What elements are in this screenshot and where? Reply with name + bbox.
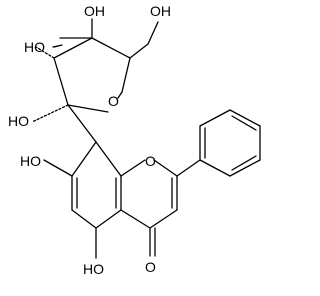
structural-formula: HO OH OH HO O HO O HO O [8,3,261,277]
label-oh-c4: OH [84,3,105,19]
bond-c1-c8 [67,104,97,143]
bond-c1-c2 [53,57,69,106]
phenyl-ring [176,109,261,177]
bond-c7-oh [43,159,73,177]
bond-c2-ho-lower [31,104,69,123]
label-ho-c7: HO [20,153,41,169]
bond-c6-oh [147,21,159,45]
bond-c2-oh-hashed [35,46,55,59]
bond-c3-c4 [91,37,131,59]
label-o-carbonyl: O [145,259,156,275]
ring-a [71,141,122,229]
label-oh-c6: OH [150,3,171,19]
label-ho-c5: HO [83,261,104,277]
bond-c6 [129,43,149,59]
label-ho-c3: HO [24,39,45,55]
hash-bond-c4-oh [52,44,63,48]
label-ho-c2: HO [8,113,29,129]
bond-c5-o [117,91,123,99]
bond-c2-c3 [53,37,93,59]
label-o-sugar-ring: O [108,93,119,109]
bond-o-c1 [67,104,109,113]
molecule-canvas: HO OH OH HO O HO O HO O [8,3,261,277]
label-o-chromone: O [145,153,156,169]
bond-c4-c5 [121,57,131,93]
ring-c [120,159,178,229]
sugar-ring [53,37,131,113]
